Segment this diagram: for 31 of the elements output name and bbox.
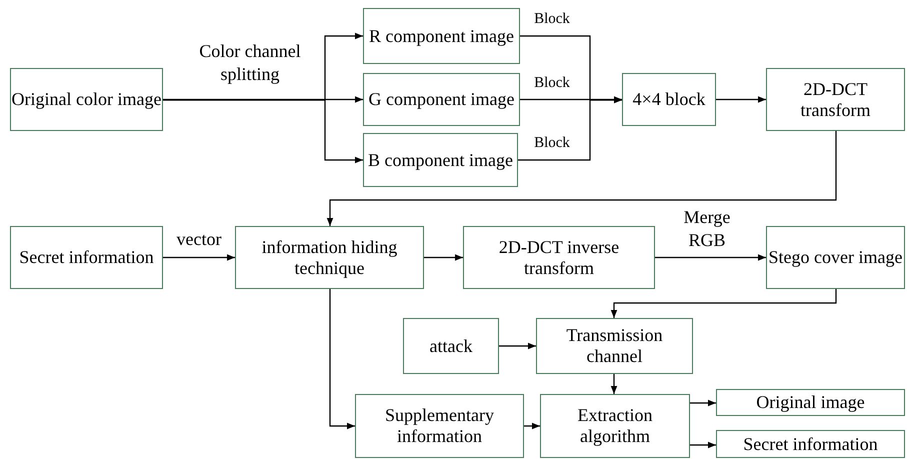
process-box: R component image bbox=[363, 8, 520, 64]
arrow bbox=[163, 99, 363, 164]
arrow bbox=[524, 422, 540, 430]
process-box: Secret information bbox=[10, 226, 163, 289]
arrow bbox=[610, 289, 837, 318]
process-box: 2D-DCT inverse transform bbox=[463, 226, 655, 289]
arrow bbox=[690, 400, 716, 406]
process-box: 4×4 block bbox=[622, 73, 716, 126]
process-box: attack bbox=[403, 318, 499, 374]
arrow bbox=[716, 96, 766, 103]
process-box: Extraction algorithm bbox=[540, 394, 690, 458]
arrow bbox=[326, 131, 837, 226]
arrow bbox=[610, 374, 618, 394]
process-box: Supplementary information bbox=[355, 394, 524, 458]
arrow bbox=[163, 96, 363, 103]
arrow bbox=[329, 289, 355, 430]
process-box: Original image bbox=[716, 389, 905, 416]
process-box: Secret information bbox=[716, 430, 905, 458]
process-box: B component image bbox=[363, 133, 518, 187]
process-box: Stego cover image bbox=[766, 226, 905, 289]
process-box: information hiding technique bbox=[235, 226, 424, 289]
process-box: Transmission channel bbox=[536, 318, 693, 374]
arrow bbox=[163, 254, 235, 261]
arrow bbox=[520, 96, 622, 103]
arrow bbox=[499, 342, 536, 350]
process-box: G component image bbox=[363, 73, 520, 126]
process-box: Original color image bbox=[10, 68, 163, 131]
arrow bbox=[690, 442, 716, 448]
arrow bbox=[655, 254, 766, 261]
process-box: 2D-DCT transform bbox=[766, 68, 905, 131]
arrow bbox=[424, 254, 463, 261]
